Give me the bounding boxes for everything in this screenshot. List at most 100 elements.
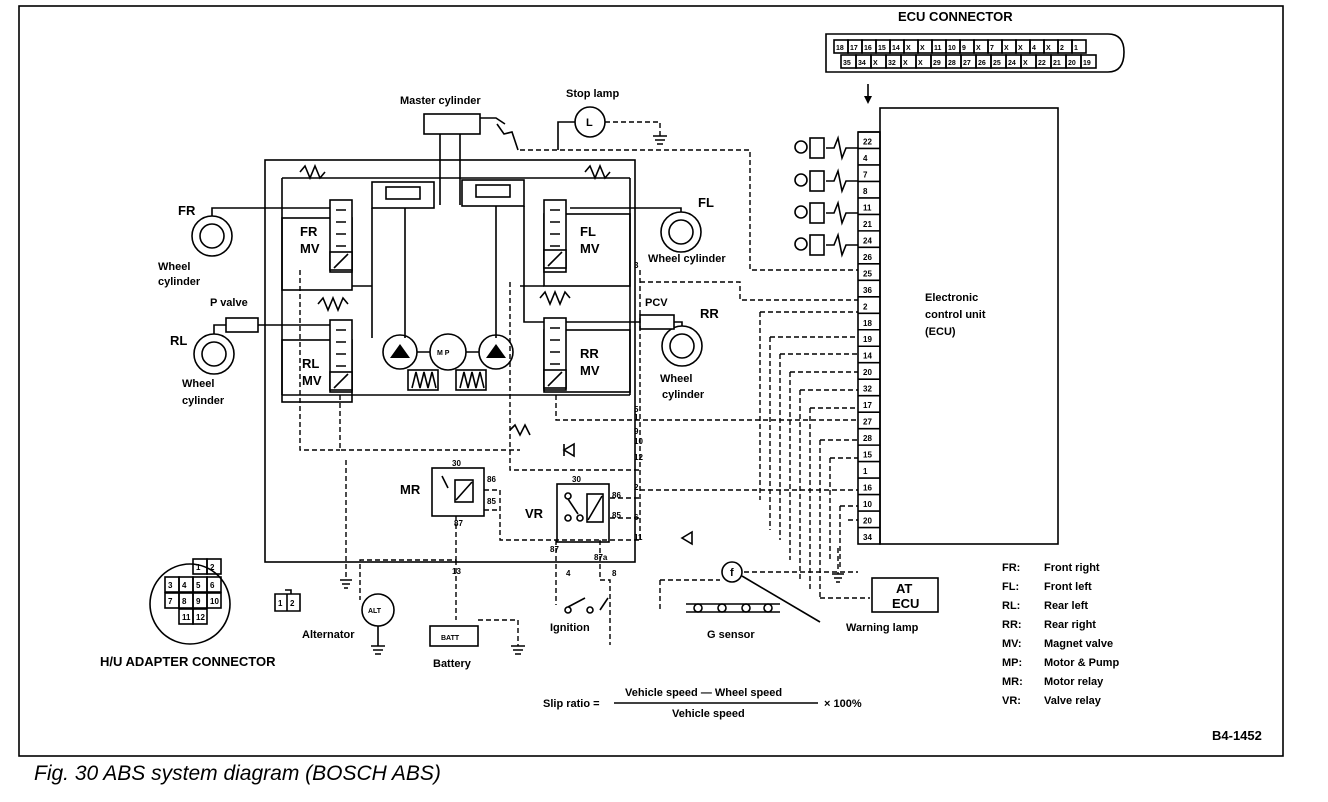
ecu-pin: 2: [863, 302, 868, 311]
hu-adapter-cell: 9: [196, 597, 201, 606]
ignition-switch: Ignition: [550, 597, 609, 634]
hu-adapter-cell: 12: [196, 613, 205, 622]
fr-cylinder-label: cylinder: [158, 276, 201, 288]
hu-adapter-cell: 11: [182, 613, 191, 622]
fr-magnet-valve: FR MV: [281, 199, 353, 291]
vr-pin-86: 86: [612, 491, 621, 500]
hu-adapter-cell: 4: [182, 581, 187, 590]
figure-code: B4-1452: [1212, 728, 1262, 743]
ecu-pin: 20: [863, 368, 872, 377]
legend-abbr: RL:: [1002, 600, 1020, 612]
p-valve-label: P valve: [210, 297, 248, 309]
fl-wheel-cylinder-label: Wheel cylinder: [648, 253, 726, 265]
mr-pin-30: 30: [452, 459, 461, 468]
rl-mv-label-2: MV: [302, 373, 322, 388]
legend-text: Rear left: [1044, 600, 1088, 612]
hu-adapter-cell: 7: [168, 597, 173, 606]
legend-abbr: MP:: [1002, 657, 1022, 669]
hu-adapter-cell: 3: [168, 581, 173, 590]
at-ecu-label-2: ECU: [892, 596, 919, 611]
rl-mv-label-1: RL: [302, 356, 319, 371]
formula-numerator: Vehicle speed — Wheel speed: [625, 687, 782, 699]
ecu-pin: 16: [863, 484, 872, 493]
ecu-connector-cell: 26: [978, 60, 986, 67]
legend-text: Motor relay: [1044, 676, 1104, 688]
ecu-connector-cell: 4: [1032, 45, 1036, 52]
vr-pin-87: 87: [550, 545, 559, 554]
battery-label: Battery: [433, 658, 472, 670]
vr-pin-87a: 87a: [594, 553, 608, 562]
p-valve: P valve: [210, 297, 330, 334]
harness-pin: 8: [612, 569, 617, 578]
master-cylinder-label: Master cylinder: [400, 95, 481, 107]
warning-lamp-symbol: f: [730, 567, 734, 579]
wheel-speed-sensor-fl: [794, 168, 858, 194]
harness-pin: 3: [634, 261, 639, 270]
ecu-pin: 18: [863, 319, 872, 328]
ecu-pin: 10: [863, 500, 872, 509]
harness-pin: 9: [634, 427, 639, 436]
ecu-connector-cell: 32: [888, 60, 896, 67]
ecu-connector-title: ECU CONNECTOR: [898, 9, 1013, 24]
ecu-connector-cell: 19: [1083, 60, 1091, 67]
ecu-connector-cell: 15: [878, 45, 886, 52]
legend-text: Front left: [1044, 581, 1092, 593]
rr-label: RR: [700, 306, 719, 321]
hu-adapter-cell: 5: [196, 581, 201, 590]
ignition-label: Ignition: [550, 622, 590, 634]
hu-adapter-cell: 10: [210, 597, 219, 606]
ecu-connector-cell: X: [903, 60, 908, 67]
ecu-connector-cell: 2: [1060, 45, 1064, 52]
ecu-pin: 4: [863, 154, 868, 163]
ecu-connector-cell: 27: [963, 60, 971, 67]
hu-adapter-cell: 8: [182, 597, 187, 606]
ecu-connector-cell: 22: [1038, 60, 1046, 67]
harness-pin: 6: [634, 513, 639, 522]
ecu-connector-cell: 34: [858, 60, 866, 67]
legend-abbr: FL:: [1002, 581, 1019, 593]
legend-text: Rear right: [1044, 619, 1096, 631]
vr-pin-30: 30: [572, 475, 581, 484]
legend-abbr: MR:: [1002, 676, 1023, 688]
wheel-speed-sensors: [794, 135, 858, 258]
harness-pin: 4: [566, 569, 571, 578]
ecu-connector-cell: 10: [948, 45, 956, 52]
pcv-label: PCV: [645, 297, 668, 309]
hu-adapter-label: H/U ADAPTER CONNECTOR: [100, 654, 276, 669]
warning-lamp-label: Warning lamp: [846, 622, 919, 634]
ecu-pin-list: 2247811212426253621819142032172728151161…: [858, 131, 880, 542]
motor-pump-label: M P: [437, 350, 450, 357]
legend-abbr: FR:: [1002, 562, 1020, 574]
stop-lamp-label: Stop lamp: [566, 88, 619, 100]
mr-pin-87: 87: [454, 519, 463, 528]
ecu-pin: 20: [863, 517, 872, 526]
fl-magnet-valve: FL MV: [543, 199, 631, 287]
legend-text: Motor & Pump: [1044, 657, 1119, 669]
ecu-connector-cell: X: [918, 60, 923, 67]
g-sensor-label: G sensor: [707, 629, 755, 641]
wheel-speed-sensor-rr: [794, 232, 858, 258]
rr-mv-label-2: MV: [580, 363, 600, 378]
ecu-connector-cell: 11: [934, 45, 942, 52]
ecu-connector-cell: 14: [892, 45, 900, 52]
ecu-connector-cell: 1: [1074, 45, 1078, 52]
ecu-pin: 17: [863, 401, 872, 410]
ecu-pin: 26: [863, 253, 872, 262]
mr-pin-86: 86: [487, 475, 496, 484]
ecu-pin: 19: [863, 335, 872, 344]
ecu-pin: 11: [863, 203, 872, 212]
pcv: PCV: [566, 297, 683, 330]
hu-adapter-cell: 2: [210, 563, 215, 572]
legend-abbr: MV:: [1002, 638, 1022, 650]
harness-pin: 2: [634, 483, 639, 492]
ecu-pin: 27: [863, 418, 872, 427]
ecu-connector-cell: X: [873, 60, 878, 67]
stop-lamp-symbol: L: [586, 117, 593, 129]
motor-and-pump: M P: [382, 333, 514, 391]
at-ecu: AT ECU: [871, 577, 939, 613]
motor-relay: MR 30 86 85 87: [400, 459, 496, 528]
ecu-connector-cell: 20: [1068, 60, 1076, 67]
